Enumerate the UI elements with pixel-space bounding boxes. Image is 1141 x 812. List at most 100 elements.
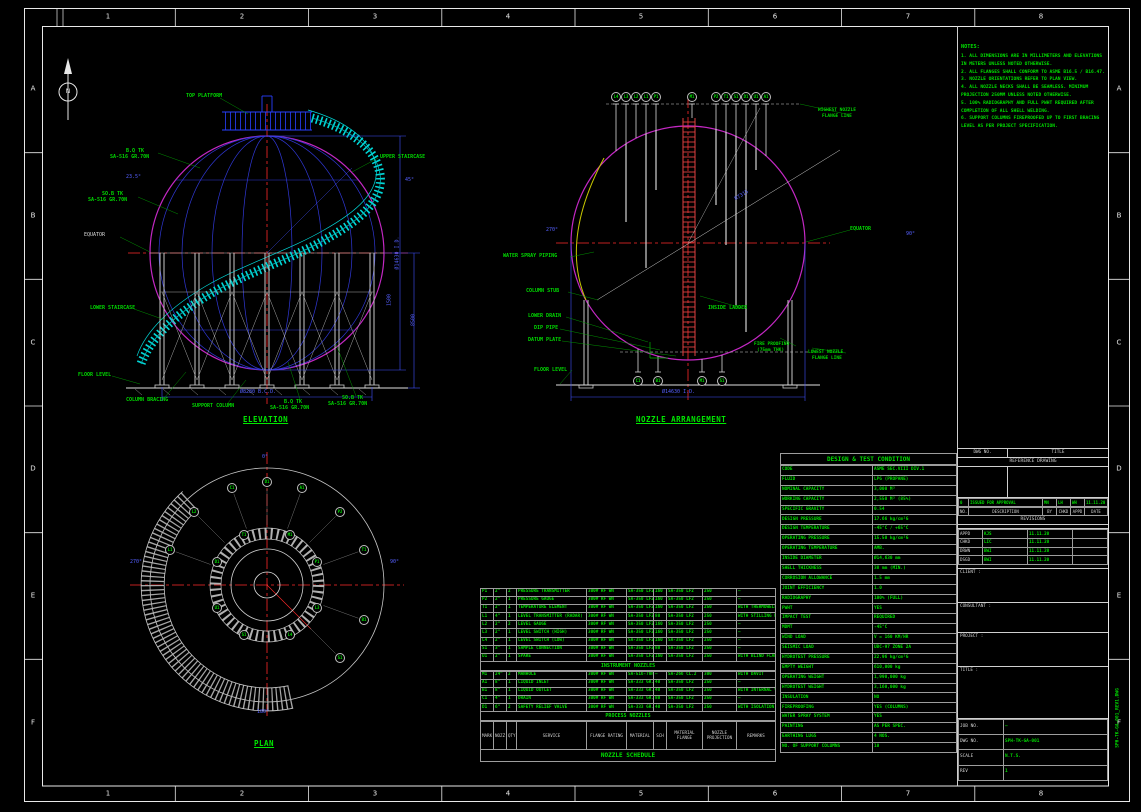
table-row: DESIGN PRESSURE17.66 kg/cm²G <box>781 515 957 525</box>
table-cell: 160 <box>654 621 667 629</box>
table-cell: -45°C <box>873 624 957 634</box>
table-cell: 0 <box>959 499 969 507</box>
table-cell: P2 <box>481 597 494 605</box>
table-cell: FLUID <box>781 475 873 485</box>
table-cell: LEVEL GAUGE <box>517 621 587 629</box>
table-row: OPERATING PRESSURE15.50 kg/cm²G <box>781 535 957 545</box>
table-cell: WITH INTERNAL VALVE <box>737 688 776 696</box>
elevation-leader-lines <box>112 98 378 403</box>
table-row: P12"2PRESSURE TRANSMITTER300# RF WNSA-35… <box>481 589 776 597</box>
table-cell: SA-350 LF2 <box>667 653 703 661</box>
table-cell: BWI <box>983 547 1028 556</box>
table-cell: — <box>737 629 776 637</box>
table-cell: SA-350 LF2 <box>667 589 703 597</box>
table-cell: 6" <box>494 704 507 712</box>
table-cell: DSGD <box>959 556 983 565</box>
table-row: PAINTINGAS PER SPEC. <box>781 723 957 733</box>
table-cell: 250 <box>703 696 737 704</box>
table-cell: EMPTY WEIGHT <box>781 663 873 673</box>
table-cell: 250 <box>703 605 737 613</box>
table-cell: 300# RF WN <box>587 671 627 679</box>
table-row: JOINT EFFICIENCY1.0 <box>781 584 957 594</box>
design-table-title: DESIGN & TEST CONDITION <box>780 453 957 465</box>
table-row: DESIGN TEMPERATURE-45°C / +65°C <box>781 525 957 535</box>
table-cell: 160 <box>654 589 667 597</box>
table-row: HYDROTEST WEIGHT3,160,000 kg <box>781 683 957 693</box>
table-cell: SA-350 LF2 <box>627 645 654 653</box>
table-cell: SA-350 LF2 <box>667 645 703 653</box>
table-cell: 2" <box>494 589 507 597</box>
table-cell: 3,000 M³ <box>873 485 957 495</box>
table-cell: SA-350 LF2 <box>667 629 703 637</box>
table-cell: SA-333 GR.6 <box>627 688 654 696</box>
table-cell: PAINTING <box>781 723 873 733</box>
table-cell: INSIDE DIAMETER <box>781 555 873 565</box>
nozzle-schedule-title: NOZZLE SCHEDULE <box>480 750 776 762</box>
table-cell: 80 <box>654 696 667 704</box>
table-cell: SCH <box>654 722 667 750</box>
table-cell: B1 <box>481 688 494 696</box>
table-cell: SA-350 LF2 <box>667 621 703 629</box>
note-line: 2. ALL FLANGES SHALL CONFORM TO ASME B16… <box>961 69 1107 77</box>
table-cell: RADIOGRAPHY <box>781 594 873 604</box>
table-cell: DESIGN PRESSURE <box>781 515 873 525</box>
table-cell: SPARE <box>517 653 587 661</box>
table-row: JOB NO.— <box>959 720 1108 735</box>
table-cell: 2" <box>494 653 507 661</box>
table-row: MDMT-45°C <box>781 624 957 634</box>
top-platform <box>222 96 312 130</box>
table-cell: 160 <box>654 605 667 613</box>
table-cell: 1 <box>507 605 517 613</box>
table-cell: — <box>737 679 776 687</box>
table-cell: N.T.S. <box>1004 750 1108 765</box>
table-cell: T1 <box>481 605 494 613</box>
note-line: 6. SUPPORT COLUMNS FIREPROOFED UP TO FIR… <box>961 115 1107 123</box>
table-cell: CHKD <box>959 538 983 547</box>
table-cell: 250 <box>703 679 737 687</box>
table-cell: 300# RF WN <box>587 597 627 605</box>
table-row: CORROSION ALLOWANCE1.5 mm <box>781 574 957 584</box>
process-nozzles-band: PROCESS NOZZLES <box>480 712 776 721</box>
table-cell: CHKD <box>1057 508 1071 516</box>
table-cell: 250 <box>703 597 737 605</box>
table-cell: HYDROTEST PRESSURE <box>781 653 873 663</box>
table-cell: 250 <box>703 645 737 653</box>
drawing-title-box: TITLE : <box>958 666 1108 718</box>
table-cell: 300# RF WN <box>587 704 627 712</box>
table-cell: APPD <box>959 530 983 539</box>
table-cell: SA-350 LF2 <box>627 629 654 637</box>
title-label: TITLE : <box>958 667 1108 674</box>
table-cell: ASME SEC.VIII DIV.1 <box>873 466 957 476</box>
table-cell: — <box>737 645 776 653</box>
table-cell: 2 <box>507 704 517 712</box>
table-cell: SA-350 LF2 <box>627 621 654 629</box>
table-cell: DRWN <box>959 547 983 556</box>
table-cell: DWG NO. <box>959 735 1004 750</box>
table-cell: OPERATING WEIGHT <box>781 673 873 683</box>
table-cell: DESIGN TEMPERATURE <box>781 525 873 535</box>
table-cell: 80 <box>654 613 667 621</box>
table-row: OPERATING TEMPERATUREAMB. <box>781 545 957 555</box>
table-cell <box>1073 530 1108 539</box>
table-cell: DRAIN <box>517 696 587 704</box>
table-cell: AS PER SPEC. <box>873 723 957 733</box>
table-row: INSIDE DIAMETERØ14,630 mm <box>781 555 957 565</box>
table-row: S13"1SAMPLE CONNECTION300# RF WNSA-350 L… <box>481 645 776 653</box>
table-cell: SA-333 GR.6 <box>627 704 654 712</box>
table-cell: 160 <box>654 653 667 661</box>
table-row: DSGDBWI11.11.20 <box>959 556 1108 565</box>
table-row: C14"1DRAIN300# RF WNSA-333 GR.680SA-350 … <box>481 696 776 704</box>
table-cell: 610,000 kg <box>873 663 957 673</box>
table-cell: 1 <box>507 688 517 696</box>
table-cell: JOINT EFFICIENCY <box>781 584 873 594</box>
table-row: MARKNOZZQTYSERVICEFLANGE RATINGMATERIALS… <box>481 722 776 750</box>
title-block: NOTES: 1. ALL DIMENSIONS ARE IN MILLIMET… <box>957 26 1108 786</box>
reference-drawings-section: DWG NO. TITLE REFERENCE DRAWING <box>958 448 1108 497</box>
table-cell: 160 <box>654 637 667 645</box>
table-cell: 1 <box>507 597 517 605</box>
nozzle-leader-lines <box>560 104 850 384</box>
table-cell: TEMPERATURE ELEMENT <box>517 605 587 613</box>
table-cell: L3 <box>481 629 494 637</box>
table-cell: M1 <box>481 671 494 679</box>
